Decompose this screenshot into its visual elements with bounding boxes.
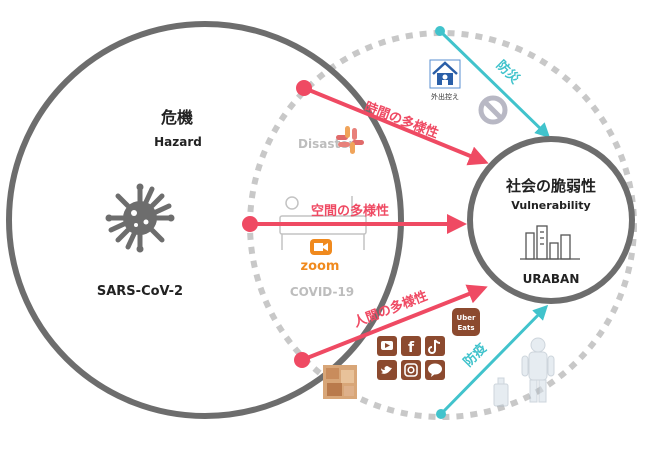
people-diversity-arrow xyxy=(301,284,488,362)
facebook-icon: f xyxy=(401,336,421,356)
zoom-icon xyxy=(310,239,332,255)
ubereats-icon: Uber Eats xyxy=(452,308,480,336)
disaster-prevention-arrow xyxy=(438,29,551,139)
line-icon xyxy=(425,360,445,380)
youtube-icon xyxy=(377,336,397,356)
vulnerability-title: 社会の脆弱性 xyxy=(505,177,596,195)
covid-label: COVID-19 xyxy=(290,285,354,299)
protective-suit-icon xyxy=(521,337,555,403)
food-photo-thumbnail xyxy=(323,365,357,399)
virus-icon xyxy=(105,183,175,253)
vulnerability-subtitle: Vulnerability xyxy=(511,199,590,212)
epidemic-prevention-label: 防疫 xyxy=(460,340,490,370)
epidemic-prevention-start-dot xyxy=(436,409,446,419)
epidemic-prevention-arrow xyxy=(439,304,549,416)
space-diversity-label: 空間の多様性 xyxy=(311,203,389,219)
hazard-subtitle: Hazard xyxy=(154,135,202,149)
time-diversity-arrow xyxy=(303,86,489,166)
slack-icon xyxy=(336,126,364,154)
svg-text:Uber: Uber xyxy=(457,314,476,322)
virus-label: SARS-CoV-2 xyxy=(97,284,183,299)
hazard-ring xyxy=(6,21,404,419)
stay-home-caption: 外出控え xyxy=(431,92,459,101)
zoom-label: zoom xyxy=(301,259,340,274)
space-arrow-start-dot xyxy=(242,216,258,232)
disaster-prevention-start-dot xyxy=(435,26,445,36)
hazard-title: 危機 xyxy=(161,108,193,127)
svg-text:Eats: Eats xyxy=(457,324,474,332)
stay-home-icon xyxy=(429,59,461,89)
city-buildings-icon xyxy=(520,225,580,260)
tiktok-icon xyxy=(425,336,445,356)
city-label: URABAN xyxy=(523,272,580,286)
people-arrow-start-dot xyxy=(294,352,310,368)
disaster-label: Disaster xyxy=(298,137,354,151)
disaster-prevention-label: 防災 xyxy=(493,57,523,87)
instagram-icon xyxy=(401,360,421,380)
twitter-icon xyxy=(377,360,397,380)
time-arrow-start-dot xyxy=(296,80,312,96)
prohibition-icon xyxy=(478,95,508,125)
vulnerability-ring xyxy=(467,136,635,304)
svg-text:f: f xyxy=(408,340,415,356)
sanitizer-bottle-icon xyxy=(493,377,509,407)
